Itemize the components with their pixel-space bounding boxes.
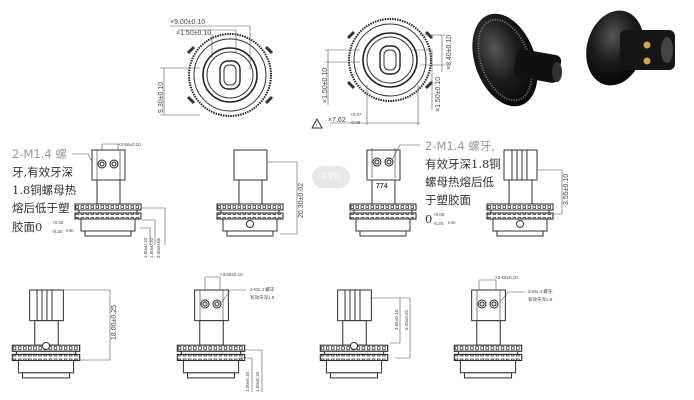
connector-side-drawing [319,289,389,379]
dim-width-label: ×9.00±0.10 [170,19,205,26]
dim-height-label: 9.30±0.10 [158,82,165,113]
dim-label: ×3.60±0.10 [118,142,141,147]
dim-label: 1.50±0.10 [149,238,154,258]
row2-notes-right: 2-M1.4 螺牙, 有效牙深1.8铜 螺母热熔后低 于塑胶面 0 +0.05 … [425,139,501,226]
unit: mm [66,228,74,233]
connector-side-drawing [74,149,142,237]
row3-view-1: 18.00±0.25 [11,289,118,379]
tol-plus: +0.05 [433,212,445,217]
tol-minus: -0.20 [433,221,444,226]
connector-side-drawing [176,289,246,379]
dim-label: 1.50±0.10 [255,372,260,392]
connector-front-view-drawing [346,17,434,103]
dim-left-label: ×1.50±0.10 [322,68,329,103]
tol-plus: +0.05 [52,220,64,225]
dim-label: 3.00±0.05 [156,238,161,258]
dim-height-label: 20.30±0.02 [298,183,305,218]
row2-view-2: 20.30±0.02 [216,149,305,237]
row2-notes-left: 2-M1.4 螺 牙,有效牙深 1.8铜螺母热 熔后低于塑 胶面0 +0.05 … [12,147,99,234]
unit: mm [448,220,456,225]
dim-right-inner-label: ×1.50±0.10 [435,77,442,112]
note-line: 2-M1.4 螺牙, [250,286,276,293]
top-view-1: ×9.00±0.10 ×1.50±0.10 9.30±0.10 [158,19,274,118]
dim-label: 3.55±0.15 [394,310,399,330]
dim-height-label: 18.00±0.25 [111,305,118,340]
dim-bottom-tol-plus: +0.07 [350,112,362,117]
dim-right-outer-label: ×8.40±0.10 [446,35,453,70]
note-line: 熔后低于塑 [12,201,70,215]
note-line: 2-M1.4 螺牙, [425,139,495,153]
tol-minus: -0.20 [52,229,63,234]
note-line: 1.8铜螺母热 [12,183,77,197]
dim-label: ×3.60±0.10 [495,275,518,280]
note-line: 胶面0 [12,220,42,234]
connector-side-drawing [11,289,81,379]
part-marking: 774 [376,183,388,190]
row3-view-2: ×3.60±0.10 2-M1.4 螺牙, 有效牙深1.8 1.50±0.10 … [176,272,276,392]
warning-triangle-icon [311,117,323,129]
connector-side-drawing [453,289,523,379]
row2-view-1: ×3.60±0.10 1.50±0.10 1.50±0.10 3.00±0.05 [74,142,166,258]
dim-label: ×3.60±0.10 [220,272,243,277]
dim-slot-label: ×1.50±0.10 [176,30,211,37]
note-line: 螺母热熔后低 [425,175,494,189]
note-line: 0 [425,212,432,226]
warning-mark: ! [316,123,317,128]
dim-height-label: 3.55±0.10 [563,174,570,205]
connector-top-view-drawing [186,32,274,118]
connector-side-drawing [349,149,417,237]
note-line: 有效牙深1.8 [250,294,275,301]
row3-view-3: 3.55±0.15 6.20±0.25 [319,289,411,379]
dim-label: 1.50±0.10 [143,238,148,258]
top-view-2: ×1.50±0.10 ×8.40±0.10 ×1.50±0.10 ! ×7.62… [311,17,453,129]
note-line: 于塑胶面 [425,193,471,207]
dim-bottom-tol-minus: -0.08 [350,120,361,125]
product-photo [472,10,675,107]
row2-view-4: 3.55±0.10 [486,149,570,237]
loading-progress-indicator: 43% [312,166,350,188]
row2-view-3: 774 [349,144,420,237]
dim-label: 1.50±0.10 [245,372,250,392]
note-line: 2-M1.4 螺 [12,147,67,161]
note-line: 有效牙深1.8 [528,296,553,303]
dim-bottom-label: ×7.62 [328,117,346,124]
note-line: 2-M1.4 螺牙, [528,288,554,295]
note-line: 有效牙深1.8铜 [425,157,501,171]
row3-view-4: ×3.60±0.10 2-M1.4 螺牙, 有效牙深1.8 [453,275,554,379]
dim-label: 6.20±0.25 [404,310,409,330]
note-line: 牙,有效牙深 [12,165,73,179]
